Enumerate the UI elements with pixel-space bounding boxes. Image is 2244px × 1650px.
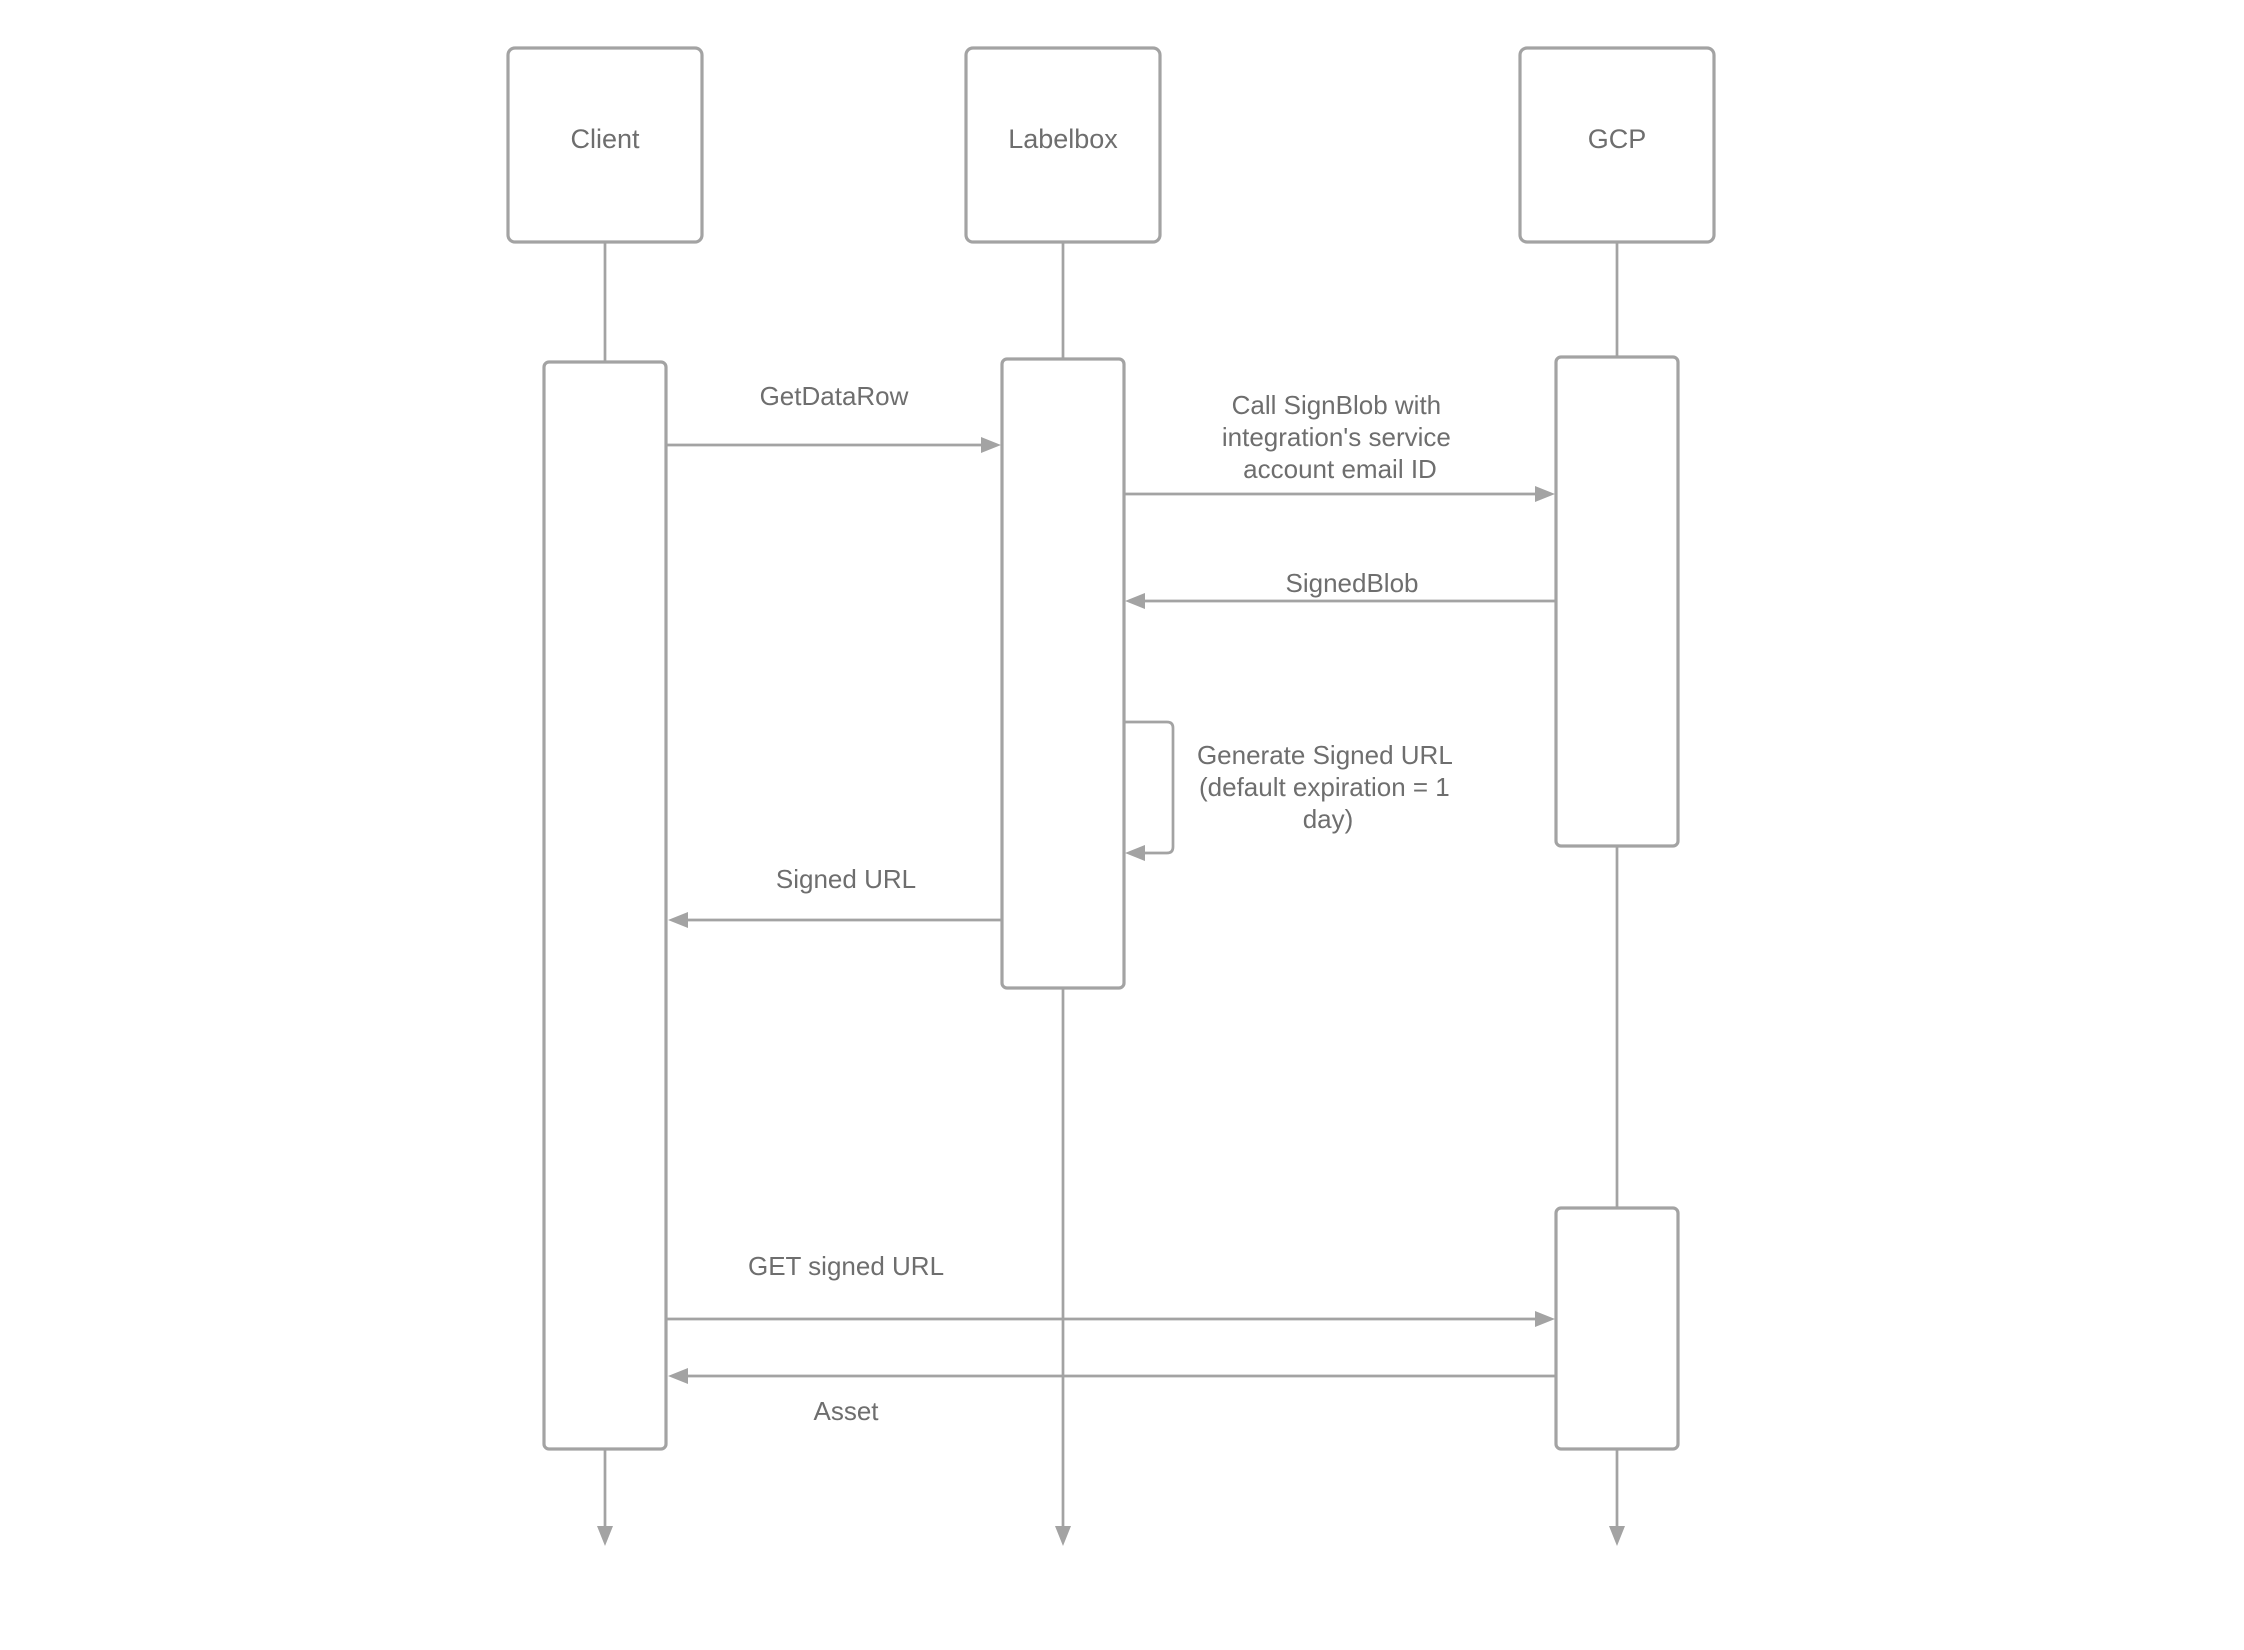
participant-box-labelbox (964, 46, 1162, 244)
arrowhead-right-icon (981, 437, 1001, 453)
message-asset: Asset (668, 1368, 1556, 1426)
arrowhead-right-icon (1535, 1311, 1555, 1327)
participant-label-client: Client (570, 124, 640, 154)
message-label-asset: Asset (813, 1396, 879, 1426)
message-signedblob: SignedBlob (1125, 568, 1556, 609)
lifeline-client-arrowhead (597, 1526, 613, 1546)
message-signedurl: Signed URL (668, 864, 1002, 928)
arrowhead-left-icon (668, 1368, 688, 1384)
activation-gcp-2 (1554, 1206, 1680, 1451)
message-label-generate: Generate Signed URL (default expiration … (1197, 740, 1459, 834)
message-generate: Generate Signed URL (default expiration … (1124, 720, 1459, 861)
participant-label-gcp: GCP (1588, 124, 1647, 154)
message-label-signedblob: SignedBlob (1286, 568, 1419, 598)
activation-client (542, 360, 668, 1451)
message-label-getdatarow: GetDataRow (760, 381, 909, 411)
message-signblob: Call SignBlob with integration's service… (1124, 390, 1555, 502)
message-getsigned: GET signed URL (666, 1251, 1555, 1327)
message-getdatarow: GetDataRow (666, 381, 1001, 453)
activation-gcp-1 (1554, 355, 1680, 848)
lifelines (597, 243, 1625, 1546)
participant-labelbox: Labelbox (964, 46, 1162, 244)
participant-gcp: GCP (1518, 46, 1716, 244)
arrowhead-left-icon (1125, 845, 1145, 861)
arrowhead-left-icon (668, 912, 688, 928)
arrowhead-left-icon (1125, 593, 1145, 609)
self-message-loop (1124, 720, 1175, 855)
activation-labelbox (1000, 357, 1126, 990)
arrowhead-right-icon (1535, 486, 1555, 502)
participant-label-labelbox: Labelbox (1008, 124, 1118, 154)
participant-box-gcp (1518, 46, 1716, 244)
message-label-getsigned: GET signed URL (748, 1251, 944, 1281)
message-label-signblob: Call SignBlob with integration's service… (1222, 390, 1458, 484)
participant-box-client (506, 46, 704, 244)
lifeline-gcp-arrowhead (1609, 1526, 1625, 1546)
lifeline-labelbox-arrowhead (1055, 1526, 1071, 1546)
message-label-signedurl: Signed URL (776, 864, 916, 894)
participant-client: Client (506, 46, 704, 244)
